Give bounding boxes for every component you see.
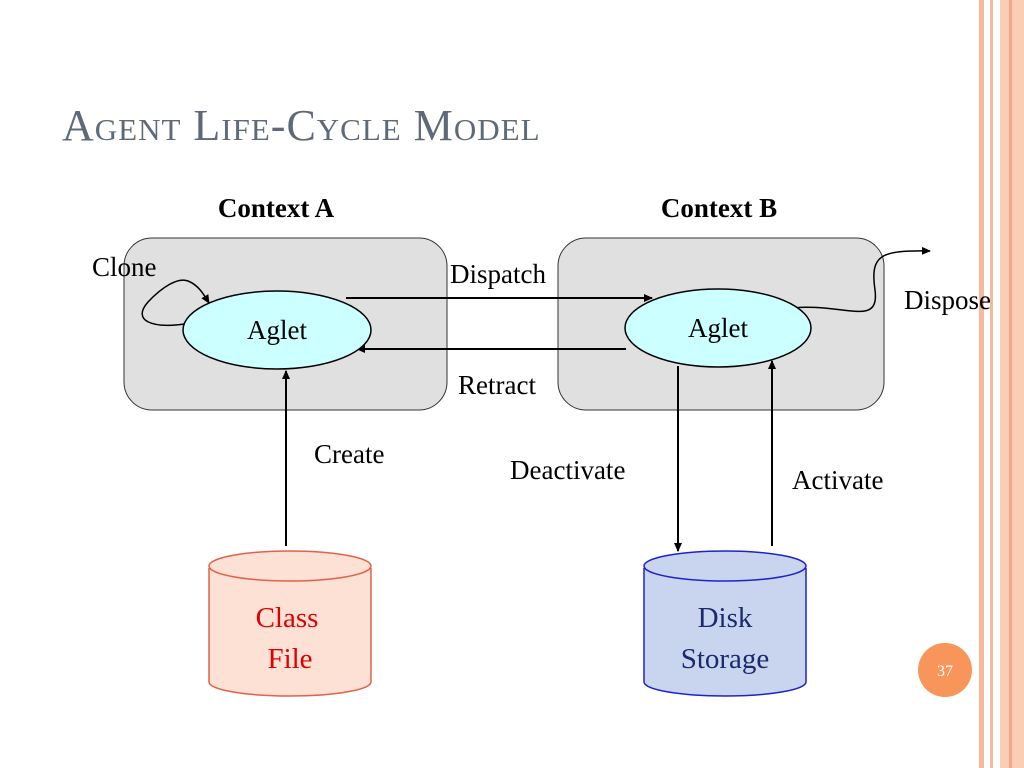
class-file-label-line2: File [267, 643, 312, 675]
right-border-decoration [979, 0, 1024, 768]
page-title: Agent Life-Cycle Model [62, 101, 541, 150]
create-label: Create [314, 439, 384, 469]
activate-label: Activate [792, 465, 883, 495]
clone-label: Clone [92, 252, 157, 282]
disk-storage-cylinder [643, 550, 807, 697]
context-a-label: Context A [218, 193, 335, 223]
page-number-badge [918, 643, 972, 697]
dispatch-label: Dispatch [450, 259, 546, 289]
disk-storage-label-line1: Disk [698, 602, 753, 634]
aglet-b-node [624, 288, 812, 368]
class-file-label-line1: Class [256, 602, 319, 634]
dispose-label: Dispose [904, 285, 991, 315]
context-b-label: Context B [661, 193, 777, 223]
disk-storage-label-line2: Storage [681, 643, 770, 675]
aglet-a-node [182, 290, 372, 370]
page-number: 37 [937, 663, 953, 680]
aglet-a-label: Aglet [247, 315, 307, 345]
retract-label: Retract [458, 370, 536, 400]
dispose-arrow [782, 246, 931, 313]
clone-loop-arrow [141, 279, 210, 326]
deactivate-label: Deactivate [510, 455, 625, 485]
aglet-b-label: Aglet [688, 313, 748, 343]
class-file-cylinder [208, 550, 372, 697]
